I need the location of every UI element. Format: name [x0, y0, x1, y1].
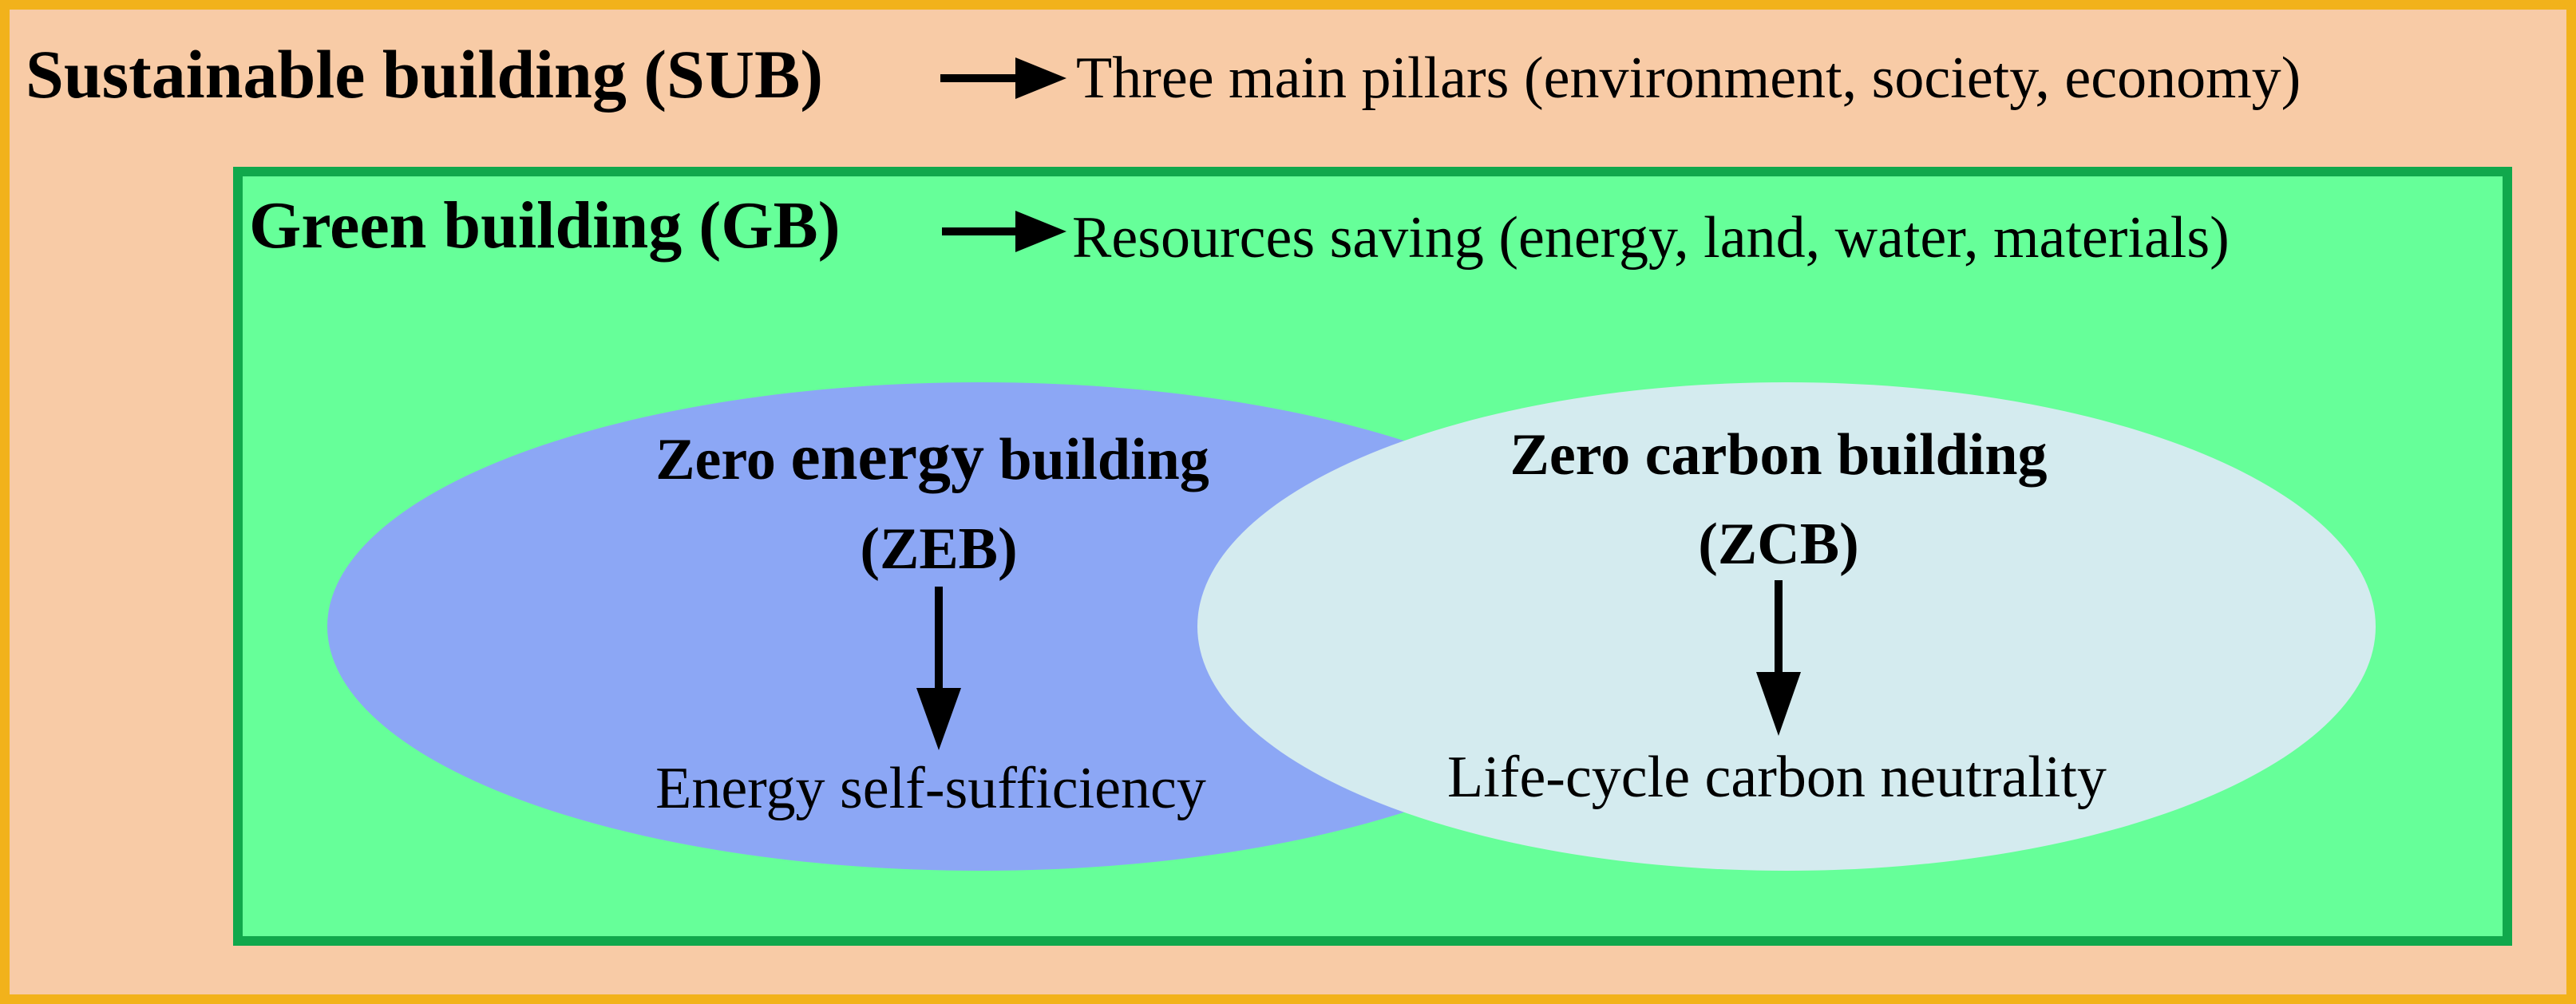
zeb-title-part3: building	[984, 427, 1209, 492]
zeb-title-part1: Zero	[655, 427, 790, 492]
right-arrow-icon	[1015, 211, 1066, 252]
sub-title: Sustainable building (SUB)	[26, 36, 823, 113]
zeb-abbr: (ZEB)	[860, 516, 1017, 582]
sub-description: Three main pillars (environment, society…	[1076, 45, 2301, 111]
right-arrow-icon	[1015, 57, 1066, 99]
zcb-arrow	[1756, 580, 1801, 736]
gb-title: Green building (GB)	[249, 188, 841, 263]
gb-arrow	[942, 211, 1066, 252]
gb-description: Resources saving (energy, land, water, m…	[1072, 205, 2230, 271]
down-arrow-icon	[1756, 672, 1801, 736]
down-arrow-icon	[916, 688, 961, 750]
zeb-title: Zero energy building	[655, 420, 1209, 494]
sub-arrow	[940, 57, 1066, 99]
zcb-title: Zero carbon building	[1510, 422, 2047, 488]
zcb-ellipse	[1197, 382, 2376, 871]
zeb-outcome: Energy self-sufficiency	[655, 756, 1206, 821]
zeb-arrow	[916, 587, 961, 750]
zeb-title-energy: energy	[790, 420, 984, 494]
zcb-outcome: Life-cycle carbon neutrality	[1447, 745, 2107, 810]
zcb-abbr: (ZCB)	[1698, 512, 1858, 577]
